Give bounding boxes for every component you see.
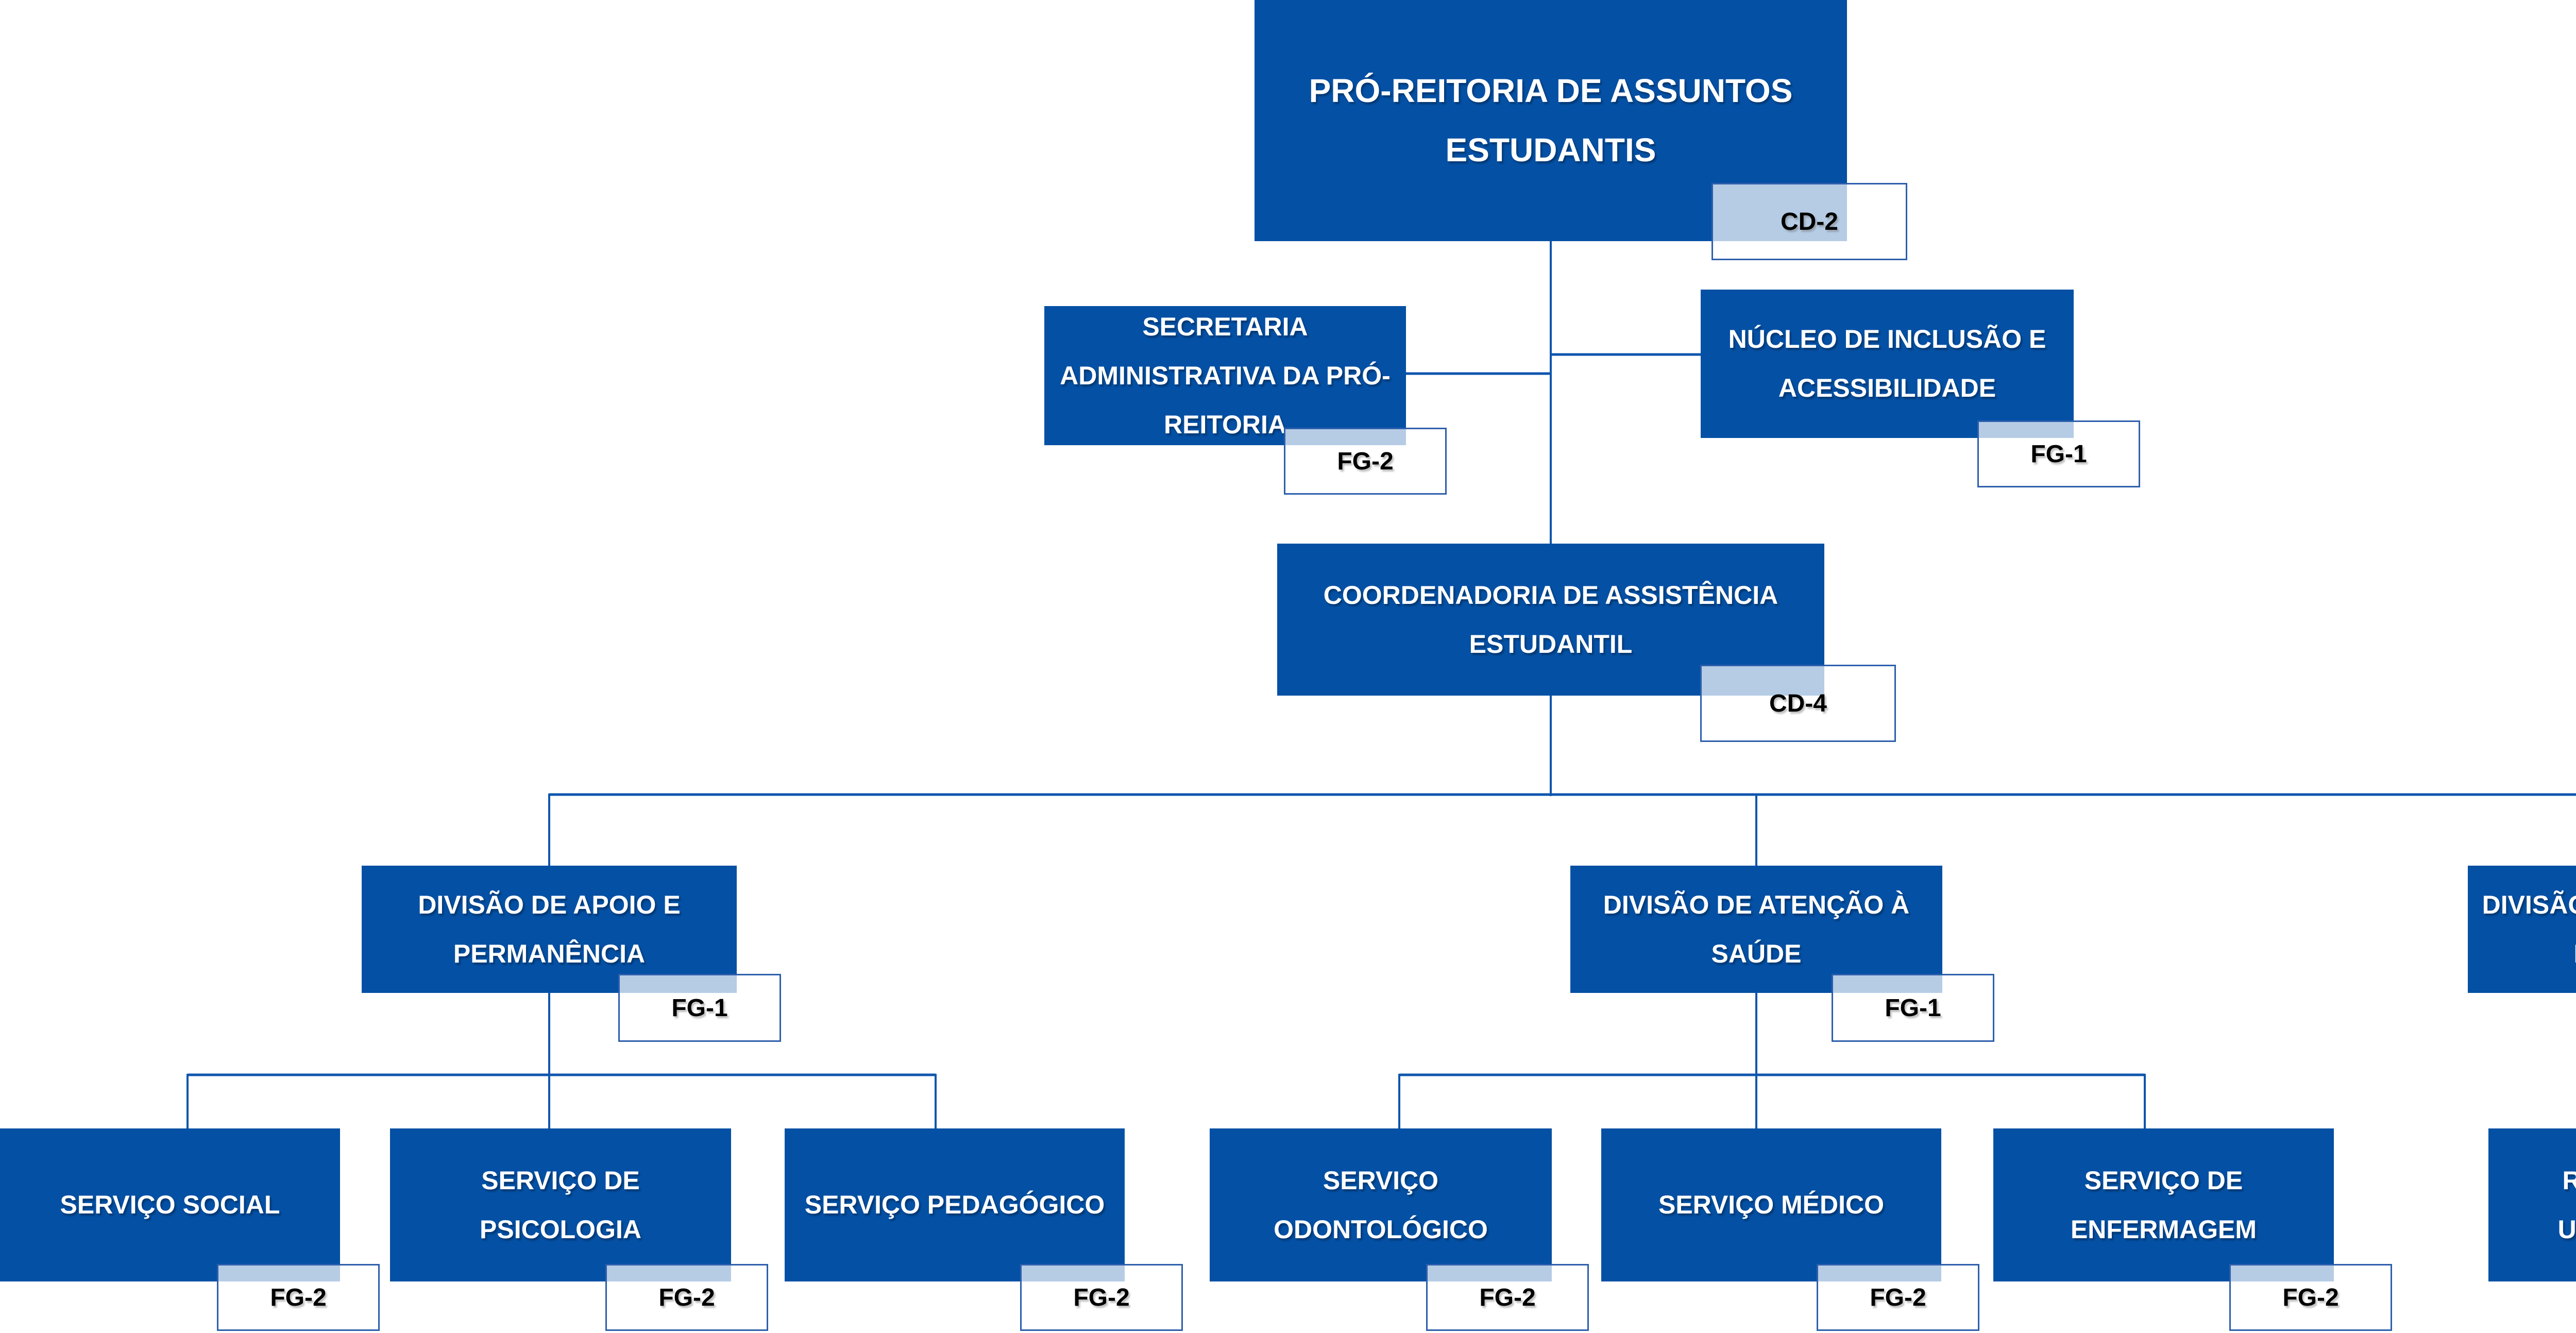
- org-node-label: COORDENADORIA DE ASSISTÊNCIA ESTUDANTIL: [1323, 580, 1778, 659]
- badge-cd4: CD-4: [1700, 665, 1896, 742]
- org-node-label: RESTAURANTE UNIVERSITÁRIO: [2557, 1166, 2576, 1244]
- badge-cd2: CD-2: [1711, 183, 1907, 260]
- org-node-label: SERVIÇO MÉDICO: [1658, 1190, 1885, 1219]
- badge-label: FG-2: [1870, 1284, 1926, 1311]
- badge-fg2-secretaria: FG-2: [1284, 428, 1447, 495]
- badge-label: FG-2: [1479, 1284, 1536, 1311]
- badge-label: FG-1: [671, 994, 728, 1022]
- org-node-label: SERVIÇO DE ENFERMAGEM: [2070, 1166, 2257, 1244]
- org-node-restaurante-universitario: RESTAURANTE UNIVERSITÁRIO: [2488, 1128, 2576, 1281]
- org-node-servico-social: SERVIÇO SOCIAL: [0, 1128, 340, 1281]
- org-node-label: SERVIÇO PEDAGÓGICO: [804, 1190, 1105, 1219]
- org-node-label: PRÓ-REITORIA DE ASSUNTOS ESTUDANTIS: [1309, 72, 1793, 168]
- org-node-secretaria-administrativa: SECRETARIA ADMINISTRATIVA DA PRÓ-REITORI…: [1044, 306, 1406, 445]
- badge-label: FG-2: [658, 1284, 715, 1311]
- org-node-divisao-alimentacao: DIVISÃO DE ALIMENTAÇÃO E NUTRIÇÃO: [2468, 866, 2576, 993]
- badge-label: FG-2: [1073, 1284, 1130, 1311]
- org-node-servico-odontologico: SERVIÇO ODONTOLÓGICO: [1210, 1128, 1552, 1281]
- badge-fg1-nucleo: FG-1: [1977, 420, 2140, 487]
- badge-label: CD-2: [1780, 208, 1838, 235]
- org-node-servico-medico: SERVIÇO MÉDICO: [1601, 1128, 1941, 1281]
- org-node-label: SECRETARIA ADMINISTRATIVA DA PRÓ-REITORI…: [1060, 312, 1391, 439]
- badge-label: FG-1: [1885, 994, 1941, 1022]
- badge-label: CD-4: [1769, 689, 1827, 717]
- org-node-label: NÚCLEO DE INCLUSÃO E ACESSIBILIDADE: [1728, 325, 2046, 402]
- org-node-label: SERVIÇO SOCIAL: [60, 1190, 280, 1219]
- org-node-label: DIVISÃO DE ATENÇÃO À SAÚDE: [1603, 890, 1910, 968]
- badge-label: FG-2: [1337, 447, 1394, 475]
- org-node-servico-psicologia: SERVIÇO DE PSICOLOGIA: [390, 1128, 731, 1281]
- org-node-label: SERVIÇO ODONTOLÓGICO: [1274, 1166, 1488, 1244]
- org-node-divisao-atencao-saude: DIVISÃO DE ATENÇÃO À SAÚDE: [1570, 866, 1942, 993]
- badge-fg2-pedagogico: FG-2: [1020, 1264, 1183, 1331]
- org-node-servico-pedagogico: SERVIÇO PEDAGÓGICO: [785, 1128, 1125, 1281]
- org-node-nucleo-inclusao: NÚCLEO DE INCLUSÃO E ACESSIBILIDADE: [1701, 290, 2074, 438]
- badge-fg2-psicologia: FG-2: [605, 1264, 768, 1331]
- org-node-divisao-apoio: DIVISÃO DE APOIO E PERMANÊNCIA: [362, 866, 737, 993]
- badge-fg2-odontologico: FG-2: [1426, 1264, 1589, 1331]
- badge-fg2-enfermagem: FG-2: [2229, 1264, 2392, 1331]
- badge-fg1-apoio: FG-1: [618, 974, 781, 1042]
- badge-fg2-social: FG-2: [217, 1264, 380, 1331]
- badge-label: FG-2: [2282, 1284, 2339, 1311]
- badge-label: FG-2: [270, 1284, 327, 1311]
- org-node-label: SERVIÇO DE PSICOLOGIA: [480, 1166, 641, 1244]
- badge-fg2-medico: FG-2: [1817, 1264, 1979, 1331]
- org-node-servico-enfermagem: SERVIÇO DE ENFERMAGEM: [1993, 1128, 2334, 1281]
- org-node-label: DIVISÃO DE APOIO E PERMANÊNCIA: [418, 890, 681, 968]
- badge-fg1-atencao: FG-1: [1832, 974, 1994, 1042]
- badge-label: FG-1: [2030, 440, 2087, 468]
- org-node-label: DIVISÃO DE ALIMENTAÇÃO E NUTRIÇÃO: [2482, 890, 2576, 968]
